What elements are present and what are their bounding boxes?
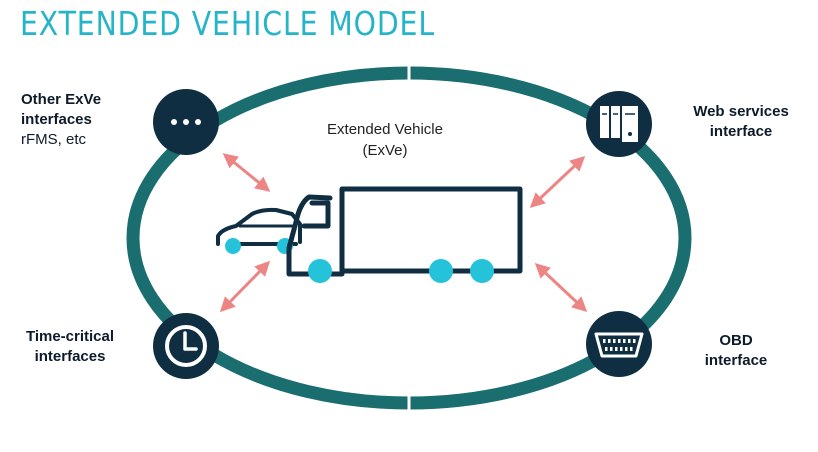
web-services-interface-label: Web services interface bbox=[676, 102, 806, 142]
truck-wheel-rear-1 bbox=[429, 259, 453, 283]
arrow-top-left bbox=[222, 153, 271, 192]
node-tr-line2: interface bbox=[709, 123, 773, 140]
node-br-line2: interface bbox=[704, 352, 768, 369]
arrow-bottom-left bbox=[219, 260, 271, 313]
arrow-bottom-right bbox=[534, 262, 588, 313]
node-tl-line3: rFMS, etc bbox=[21, 131, 87, 148]
server-rack-icon bbox=[586, 91, 652, 157]
truck-wheel-front bbox=[308, 259, 332, 283]
obd-connector-icon bbox=[586, 311, 652, 377]
center-line1: Extended Vehicle bbox=[327, 121, 443, 138]
center-line2: (ExVe) bbox=[362, 142, 408, 159]
more-dots-icon bbox=[153, 89, 219, 155]
page-title: EXTENDED VEHICLE MODEL bbox=[20, 4, 436, 43]
time-critical-interfaces-label: Time-critical interfaces bbox=[10, 327, 130, 367]
clock-icon bbox=[153, 313, 219, 379]
node-tl-line2: interfaces bbox=[21, 111, 92, 128]
obd-interface-label: OBD interface bbox=[686, 331, 786, 371]
extended-vehicle-label: Extended Vehicle (ExVe) bbox=[320, 119, 450, 161]
node-bl-line1: Time-critical bbox=[25, 328, 115, 345]
node-tl-line1: Other ExVe bbox=[21, 91, 102, 108]
truck-wheel-rear-2 bbox=[470, 259, 494, 283]
arrow-top-right bbox=[529, 155, 586, 209]
node-bl-line2: interfaces bbox=[34, 348, 106, 365]
node-tr-line1: Web services bbox=[693, 103, 789, 120]
other-exve-interfaces-label: Other ExVe interfaces rFMS, etc bbox=[21, 90, 141, 150]
car-wheel-front bbox=[225, 238, 241, 254]
node-br-line1: OBD bbox=[719, 332, 753, 349]
